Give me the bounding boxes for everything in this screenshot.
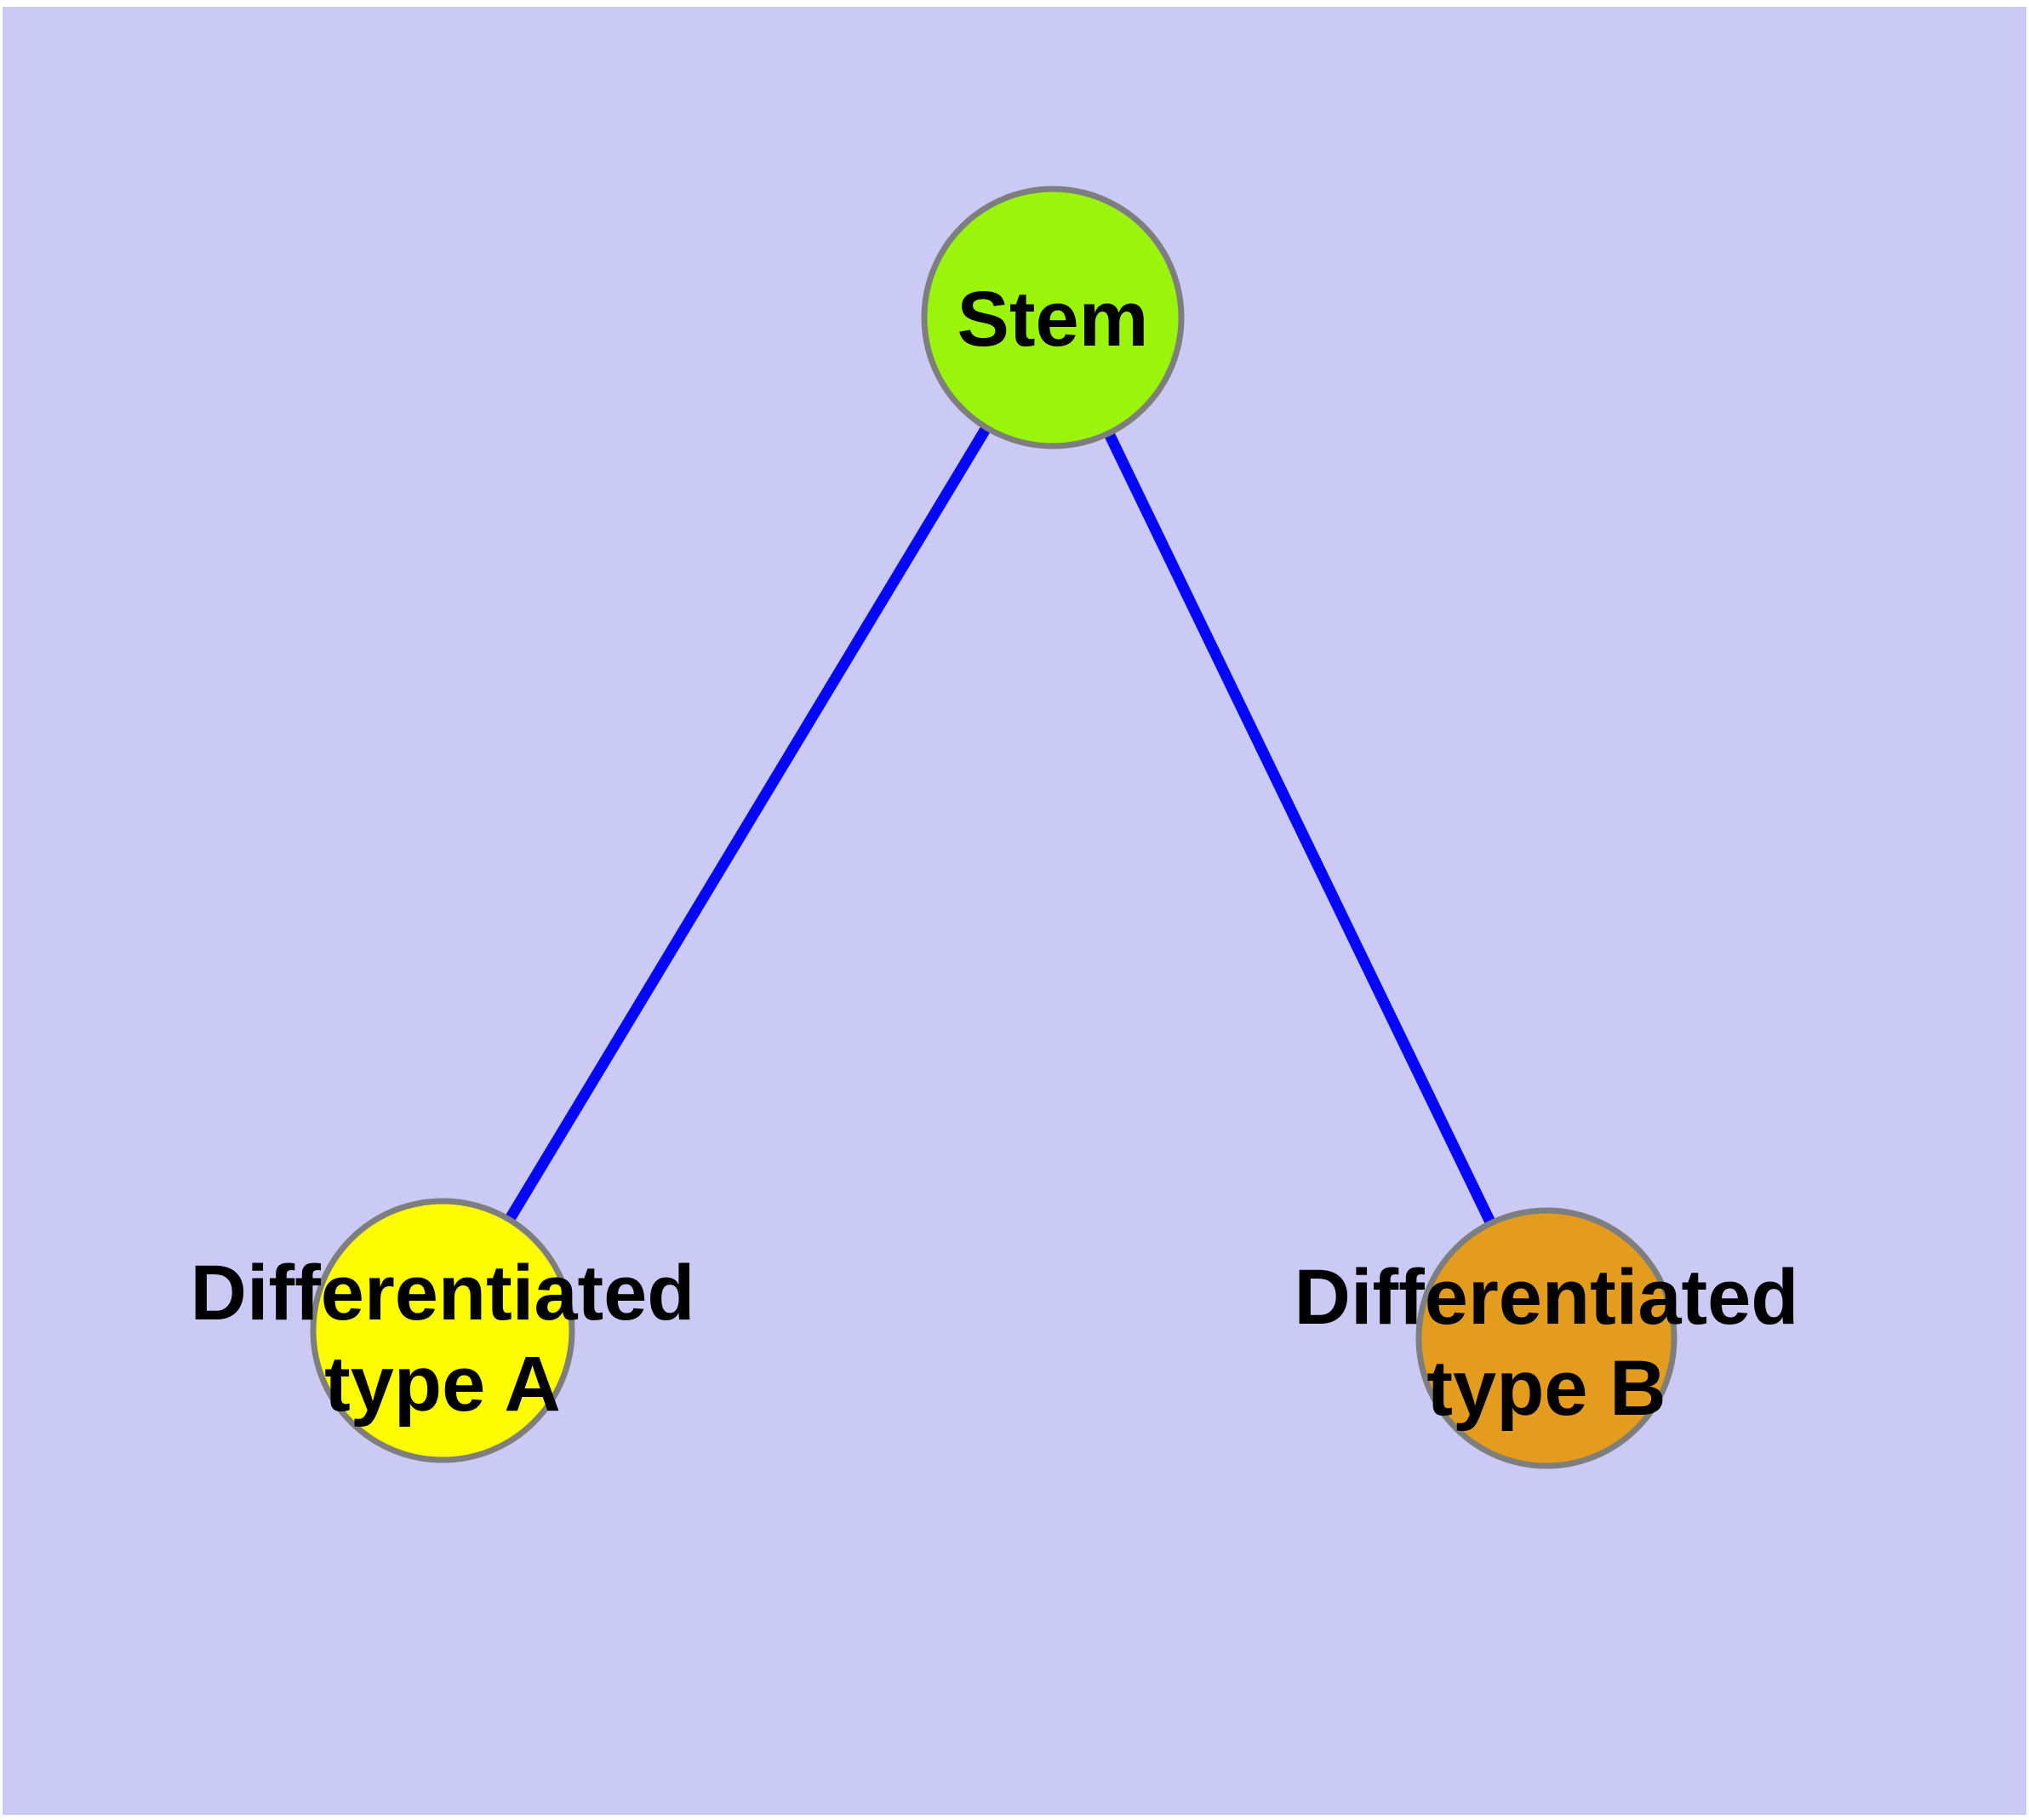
node-type-b-label-line2: type B — [1426, 1345, 1666, 1432]
node-type-a-label-line1: Differentiated — [191, 1250, 695, 1336]
nodes-layer — [310, 186, 1677, 1469]
labels-layer: Stem Differentiated type A Differentiate… — [191, 276, 1799, 1432]
edge-stem-to-type-a — [437, 314, 1058, 1334]
node-type-b-label-line1: Differentiated — [1295, 1254, 1799, 1341]
node-stem-circle — [921, 186, 1185, 449]
node-type-b-circle — [1415, 1207, 1677, 1469]
node-stem-label: Stem — [957, 276, 1149, 363]
edges-layer — [437, 314, 1552, 1341]
node-type-a-label-line2: type A — [324, 1341, 561, 1428]
node-type-a-circle — [310, 1198, 575, 1463]
edge-stem-to-type-b — [1048, 315, 1552, 1341]
